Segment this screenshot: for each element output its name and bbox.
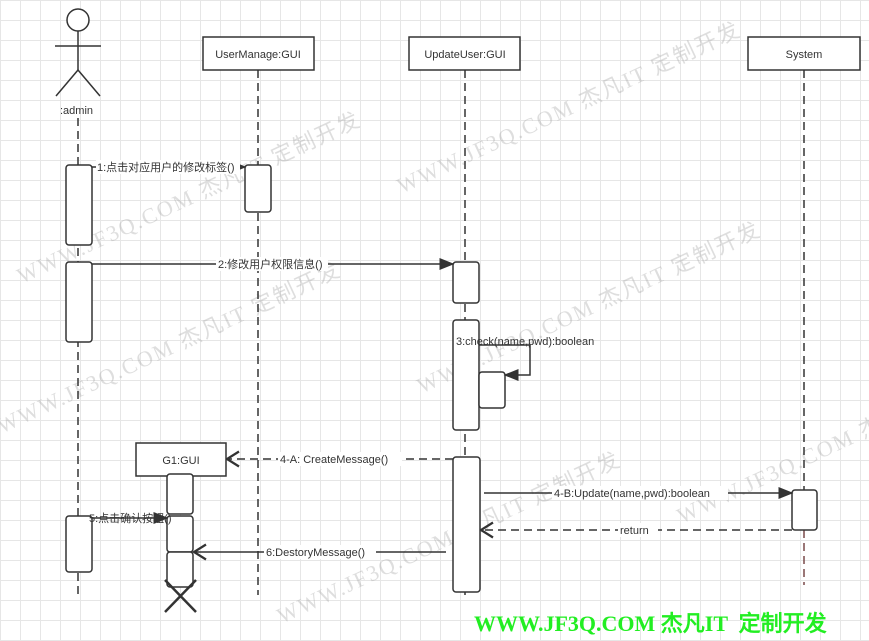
- message-6-label: 6:DestoryMessage(): [266, 547, 365, 559]
- object-usermanage-gui[interactable]: [202, 36, 315, 71]
- object-system-label: System: [786, 49, 823, 61]
- object-usermanage-label: UserManage:GUI: [215, 49, 301, 61]
- activation-bars: [65, 164, 818, 593]
- message-3-label: 3:check(name,pwd):boolean: [456, 336, 594, 348]
- actor-admin-icon: [55, 8, 101, 97]
- message-4b-label: 4-B:Update(name,pwd):boolean: [554, 488, 710, 500]
- footer-brand-text: WWW.JF3Q.COM 杰凡IT 定制开发: [474, 611, 827, 636]
- return-label: return: [620, 525, 649, 537]
- object-updateuser-gui[interactable]: [408, 36, 521, 71]
- object-system[interactable]: [747, 36, 861, 71]
- message-2-label: 2:修改用户权限信息(): [218, 257, 323, 271]
- object-g1-label: G1:GUI: [162, 455, 199, 467]
- destroy-x-icon: [164, 579, 197, 613]
- actor-admin-label: :admin: [60, 105, 93, 117]
- message-1-label: 1:点击对应用户的修改标签(): [97, 160, 235, 174]
- object-updateuser-label: UpdateUser:GUI: [424, 49, 505, 61]
- message-5-label: 5:点击确认按钮(): [89, 511, 172, 525]
- message-4a-label: 4-A: CreateMessage(): [280, 454, 388, 466]
- message-3-arrow: [479, 344, 531, 381]
